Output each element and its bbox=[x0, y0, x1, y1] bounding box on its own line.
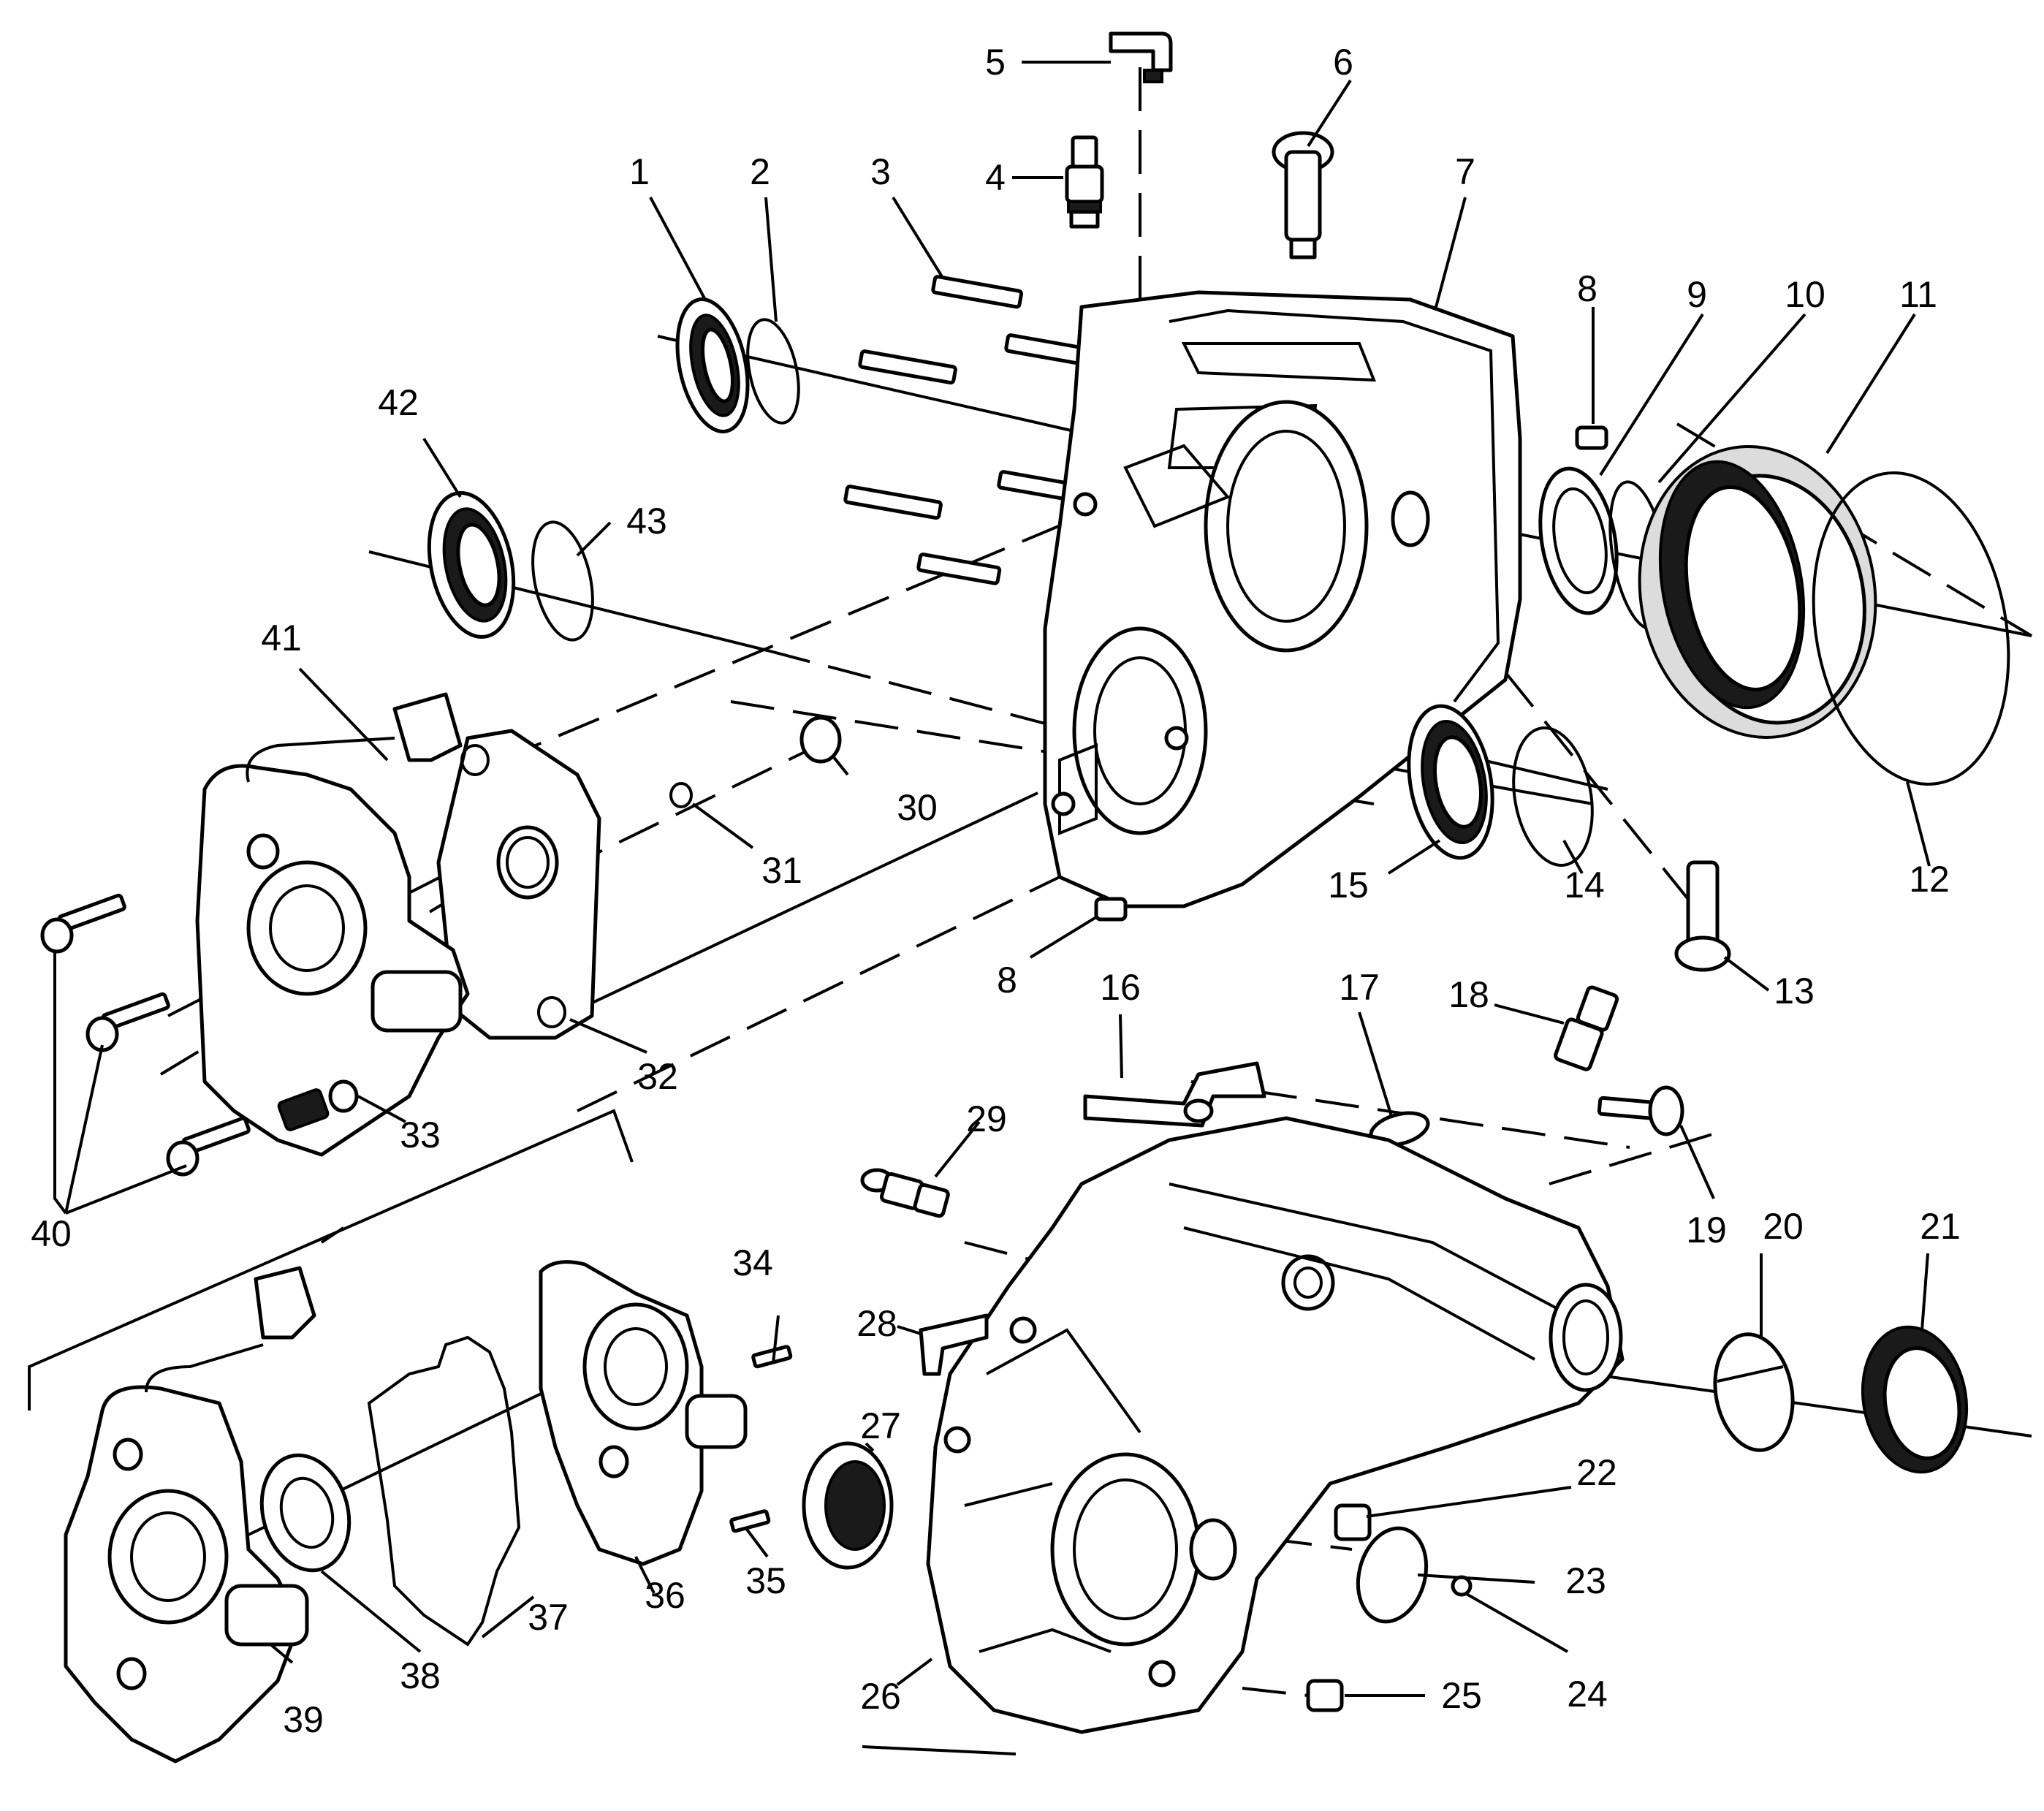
part-39-encoder-motor bbox=[64, 1266, 316, 1763]
part-43-snap-ring bbox=[531, 520, 594, 642]
callout-16: 16 bbox=[1100, 967, 1141, 1008]
callout-14: 14 bbox=[1564, 865, 1605, 906]
part-19-bolt bbox=[1597, 1085, 1684, 1136]
part-26-rear-housing bbox=[926, 1116, 1625, 1734]
callout-41: 41 bbox=[261, 618, 302, 658]
part-1-seal bbox=[675, 297, 750, 433]
callout-20: 20 bbox=[1763, 1206, 1804, 1247]
callout-29: 29 bbox=[966, 1098, 1007, 1139]
assembly-bracket bbox=[28, 1109, 634, 1411]
part-42-seal bbox=[427, 491, 516, 639]
part-14-snap-ring bbox=[1512, 726, 1594, 867]
part-28-bracket bbox=[919, 1313, 989, 1376]
callout-43: 43 bbox=[626, 501, 667, 542]
part-32-gasket-plate bbox=[436, 729, 601, 1040]
callout-2: 2 bbox=[750, 151, 770, 192]
callout-22: 22 bbox=[1576, 1452, 1617, 1493]
part-34-bolt bbox=[751, 1345, 793, 1369]
callout-3: 3 bbox=[870, 151, 891, 192]
callout-19: 19 bbox=[1686, 1210, 1727, 1250]
callout-42: 42 bbox=[378, 382, 419, 423]
part-16-bracket bbox=[1083, 1061, 1266, 1128]
part-40-bolts bbox=[40, 893, 251, 1177]
part-9-bearing bbox=[1538, 466, 1619, 615]
callout-11: 11 bbox=[1899, 274, 1937, 315]
callout-31: 31 bbox=[761, 850, 802, 891]
part-18-sensor bbox=[1554, 985, 1619, 1071]
callout-8-lower: 8 bbox=[997, 960, 1017, 1001]
callout-37: 37 bbox=[528, 1597, 569, 1638]
part-12-o-ring bbox=[1812, 471, 2010, 786]
callout-23: 23 bbox=[1565, 1560, 1606, 1601]
part-22-plug bbox=[1334, 1503, 1372, 1541]
callout-18: 18 bbox=[1448, 974, 1489, 1015]
part-30-seal bbox=[799, 715, 842, 764]
part-23-cover bbox=[1356, 1526, 1429, 1624]
part-36-cover bbox=[539, 1260, 748, 1566]
callout-5: 5 bbox=[985, 42, 1006, 83]
callout-15: 15 bbox=[1328, 865, 1369, 906]
callout-34: 34 bbox=[732, 1242, 773, 1283]
callout-38: 38 bbox=[400, 1655, 441, 1696]
callout-33: 33 bbox=[400, 1115, 441, 1155]
leader-lines bbox=[53, 61, 1931, 1697]
part-11-ring-gear bbox=[1638, 445, 1877, 739]
part-13-plug bbox=[1674, 860, 1731, 972]
callout-36: 36 bbox=[645, 1575, 685, 1616]
callout-32: 32 bbox=[637, 1056, 678, 1097]
part-37-gasket bbox=[367, 1335, 521, 1647]
part-21-seal bbox=[1861, 1325, 1969, 1474]
part-5-vent bbox=[1109, 31, 1173, 83]
part-20-bushing bbox=[1713, 1332, 1795, 1452]
callout-13: 13 bbox=[1774, 971, 1815, 1011]
callout-24: 24 bbox=[1567, 1674, 1608, 1715]
callout-7: 7 bbox=[1455, 151, 1475, 192]
part-4-switch bbox=[1065, 135, 1104, 229]
part-6-plug bbox=[1272, 131, 1334, 259]
part-38-seal bbox=[259, 1453, 352, 1573]
part-8-dowel-lower bbox=[1094, 897, 1128, 922]
callout-39: 39 bbox=[283, 1699, 324, 1740]
callout-28: 28 bbox=[856, 1303, 897, 1344]
callout-10: 10 bbox=[1785, 274, 1825, 315]
callout-30: 30 bbox=[897, 787, 938, 828]
callout-27: 27 bbox=[860, 1405, 901, 1446]
part-8-dowel-upper bbox=[1575, 425, 1608, 450]
part-33-encoder-motor-assembly bbox=[195, 692, 470, 1157]
part-7-front-housing bbox=[1043, 290, 1522, 908]
callout-25: 25 bbox=[1441, 1675, 1482, 1716]
callout-4: 4 bbox=[985, 157, 1006, 198]
callout-26: 26 bbox=[860, 1676, 901, 1717]
callout-8-upper: 8 bbox=[1577, 268, 1597, 309]
callout-12: 12 bbox=[1909, 859, 1950, 900]
part-3-studs bbox=[843, 275, 1090, 585]
callout-40: 40 bbox=[31, 1213, 72, 1254]
callout-17: 17 bbox=[1339, 967, 1380, 1008]
callout-9: 9 bbox=[1687, 274, 1707, 315]
part-27-needle-bearing bbox=[802, 1441, 894, 1570]
part-24-bolt bbox=[1451, 1575, 1473, 1597]
callout-21: 21 bbox=[1920, 1206, 1961, 1247]
part-15-bearing bbox=[1407, 704, 1494, 860]
part-31-o-ring bbox=[669, 782, 693, 808]
callout-35: 35 bbox=[745, 1560, 786, 1601]
part-25-plug bbox=[1306, 1679, 1344, 1712]
callout-1: 1 bbox=[629, 151, 650, 192]
part-29-sensor bbox=[860, 1168, 950, 1218]
part-2-snap-ring bbox=[746, 318, 800, 425]
callout-labels: 1 2 3 4 5 6 7 8 9 10 11 12 13 14 15 8 16… bbox=[31, 42, 1961, 1740]
callout-6: 6 bbox=[1333, 42, 1353, 83]
part-35-bolt bbox=[729, 1509, 771, 1533]
